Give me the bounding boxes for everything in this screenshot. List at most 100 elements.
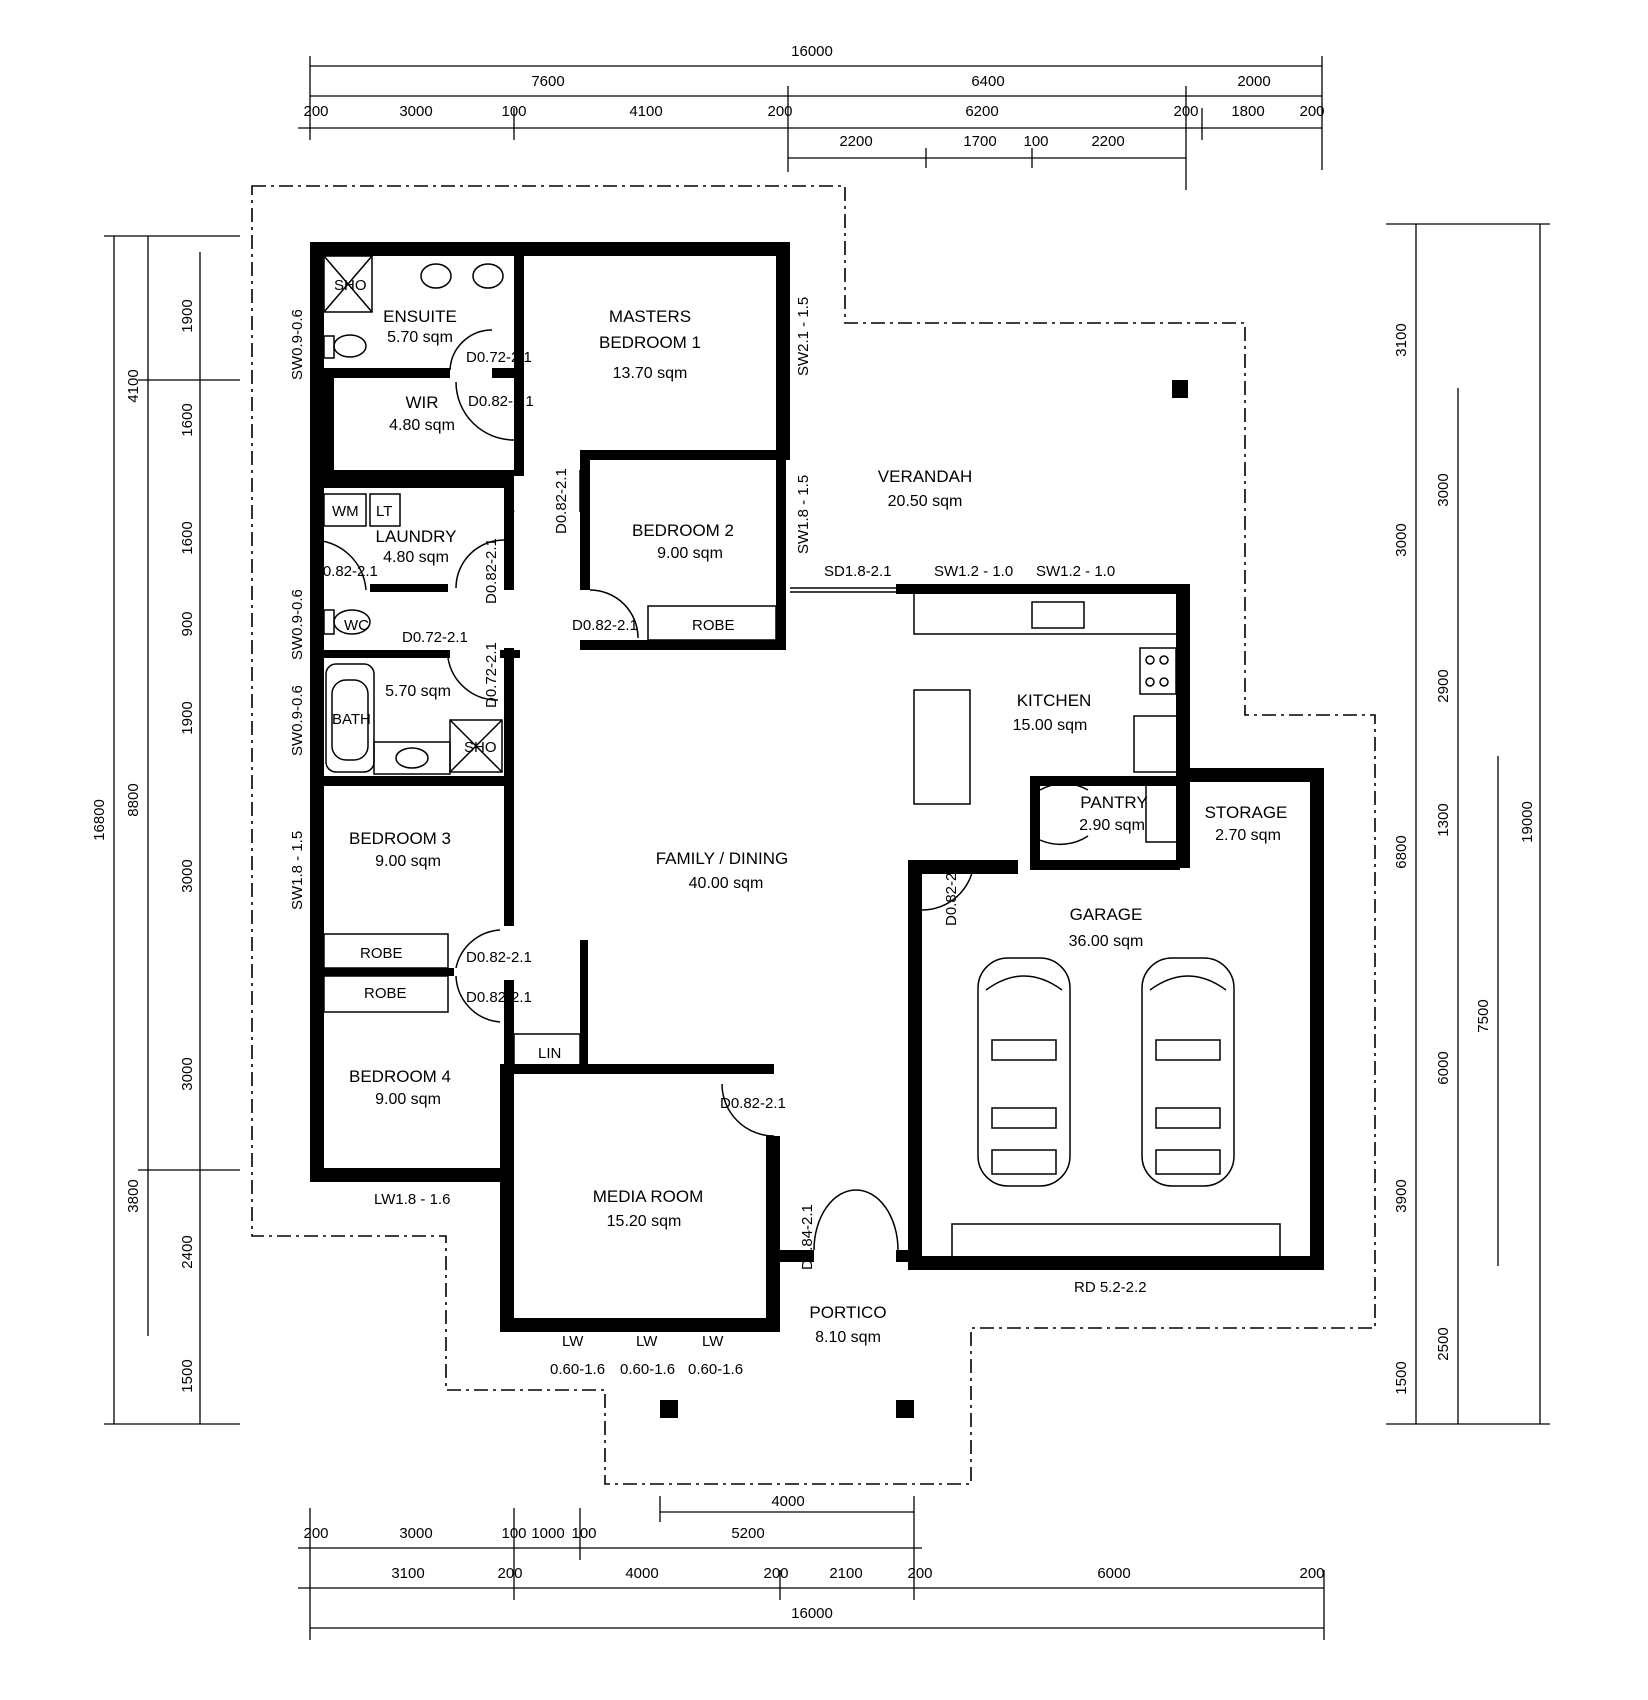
room-area-laundry: 4.80 sqm bbox=[383, 549, 449, 566]
dim-top-r2-7: 1800 bbox=[1231, 103, 1264, 120]
dim-right-r2-3: 7500 bbox=[1475, 999, 1492, 1032]
dim-right-r2-6: 2500 bbox=[1435, 1327, 1452, 1360]
room-name-masters: MASTERS bbox=[609, 307, 691, 326]
room-name-portico: PORTICO bbox=[809, 1303, 886, 1322]
room-name-garage: GARAGE bbox=[1070, 905, 1143, 924]
label-lw2: LW bbox=[636, 1333, 658, 1350]
label-sw-wc: SW0.9-0.6 bbox=[289, 589, 306, 660]
label-sho-ensuite: SHO bbox=[334, 277, 367, 294]
dim-top-total: 16000 bbox=[791, 43, 833, 60]
label-lw3: LW bbox=[702, 1333, 724, 1350]
dim-left-r3-10: 1900 bbox=[179, 701, 196, 734]
dim-left-total: 16800 bbox=[91, 799, 108, 841]
label-wc: WC bbox=[344, 617, 369, 634]
label-window-kitchen1: SW1.2 - 1.0 bbox=[934, 563, 1013, 580]
room-name-bedroom4: BEDROOM 4 bbox=[349, 1067, 451, 1086]
dim-right-r2-2: 6800 bbox=[1393, 835, 1410, 868]
dim-left-r2-1: 8800 bbox=[125, 783, 142, 816]
label-sliding-door: SD1.8-2.1 bbox=[824, 563, 892, 580]
opening-labels: SW0.9-0.6 D0.72-2.1 D0.82-2.1 SW2.1 - 1.… bbox=[289, 297, 1147, 1378]
room-name-bedroom2: BEDROOM 2 bbox=[632, 521, 734, 540]
dim-top-r3-0: 2200 bbox=[839, 133, 872, 150]
dim-top-r2-2: 100 bbox=[501, 103, 526, 120]
room-name-media: MEDIA ROOM bbox=[593, 1187, 704, 1206]
label-robe-bedroom3: ROBE bbox=[360, 945, 403, 962]
dim-top-r1-1: 6400 bbox=[971, 73, 1004, 90]
room-name-laundry: LAUNDRY bbox=[376, 527, 457, 546]
dim-bot-r2-4: 2100 bbox=[829, 1565, 862, 1582]
label-door-ensuite: D0.72-2.1 bbox=[466, 349, 532, 366]
room-area-ensuite: 5.70 sqm bbox=[387, 329, 453, 346]
dim-bot-total: 16000 bbox=[791, 1605, 833, 1622]
dimension-lines bbox=[104, 56, 1550, 1640]
room-area-pantry: 2.90 sqm bbox=[1079, 817, 1145, 834]
dim-bot-r1-2: 100 bbox=[501, 1525, 526, 1542]
room-name-bedroom1: BEDROOM 1 bbox=[599, 333, 701, 352]
room-area-wir: 4.80 sqm bbox=[389, 417, 455, 434]
room-area-verandah: 20.50 sqm bbox=[888, 493, 963, 510]
label-door-bedroom3: D0.82-2.1 bbox=[466, 949, 532, 966]
dim-bot-r2-0: 3100 bbox=[391, 1565, 424, 1582]
dim-left-r2-2: 3800 bbox=[125, 1179, 142, 1212]
room-name-storage: STORAGE bbox=[1205, 803, 1288, 822]
room-name-family: FAMILY / DINING bbox=[656, 849, 789, 868]
label-door-laundry2: D0.82-2.1 bbox=[483, 538, 500, 604]
label-lt: LT bbox=[376, 503, 392, 520]
dim-right-r1-3: 3000 bbox=[1393, 523, 1410, 556]
dim-bot-r1-3: 1000 bbox=[531, 1525, 564, 1542]
dim-bot-r1b-0: 4000 bbox=[771, 1493, 804, 1510]
dim-bot-r2-1: 200 bbox=[497, 1565, 522, 1582]
label-window-masters: SW2.1 - 1.5 bbox=[795, 297, 812, 376]
room-area-masters: 13.70 sqm bbox=[613, 365, 688, 382]
label-door-media: D0.82-2.1 bbox=[720, 1095, 786, 1112]
label-bath: BATH bbox=[332, 711, 371, 728]
dim-top-r2-8: 200 bbox=[1299, 103, 1324, 120]
label-front-door: D1.84-2.1 bbox=[799, 1204, 816, 1270]
dim-top-r2-0: 200 bbox=[303, 103, 328, 120]
room-area-bedroom2: 9.00 sqm bbox=[657, 545, 723, 562]
dim-left-r3-19: 1500 bbox=[179, 1359, 196, 1392]
label-window-bedroom4: LW1.8 - 1.6 bbox=[374, 1191, 450, 1208]
car-icon bbox=[977, 957, 1071, 1187]
dim-bot-r2-7: 200 bbox=[1299, 1565, 1324, 1582]
dim-top-r2-5: 6200 bbox=[965, 103, 998, 120]
dim-bot-r2-6: 6000 bbox=[1097, 1565, 1130, 1582]
room-area-bedroom4: 9.00 sqm bbox=[375, 1091, 441, 1108]
fixture-labels: SHO WM LT WC BATH SHO ROBE ROBE ROBE LIN bbox=[332, 277, 735, 1062]
room-area-bedroom3: 9.00 sqm bbox=[375, 853, 441, 870]
label-wm: WM bbox=[332, 503, 359, 520]
room-area-media: 15.20 sqm bbox=[607, 1213, 682, 1230]
label-sw-bath: SW0.9-0.6 bbox=[289, 685, 306, 756]
label-door-wc: D0.72-2.1 bbox=[402, 629, 468, 646]
dim-left-r2-0: 4100 bbox=[125, 369, 142, 402]
label-lw1: LW bbox=[562, 1333, 584, 1350]
room-name-ensuite: ENSUITE bbox=[383, 307, 457, 326]
walls bbox=[310, 242, 1324, 1418]
label-door-hall: D0.82-2.1 bbox=[553, 468, 570, 534]
room-name-bedroom3: BEDROOM 3 bbox=[349, 829, 451, 848]
dim-top-r2-3: 4100 bbox=[629, 103, 662, 120]
label-lw1-size: 0.60-1.6 bbox=[550, 1361, 605, 1378]
dim-top-r3-1: 1700 bbox=[963, 133, 996, 150]
room-name-pantry: PANTRY bbox=[1080, 793, 1147, 812]
room-area-garage: 36.00 sqm bbox=[1069, 933, 1144, 950]
dim-bot-r2-5: 200 bbox=[907, 1565, 932, 1582]
label-robe-bedroom4: ROBE bbox=[364, 985, 407, 1002]
car-icon bbox=[1141, 957, 1235, 1187]
dim-bot-r2-3: 200 bbox=[763, 1565, 788, 1582]
dim-top-r3-3: 2200 bbox=[1091, 133, 1124, 150]
dim-right-total: 19000 bbox=[1519, 801, 1536, 843]
label-lw2-size: 0.60-1.6 bbox=[620, 1361, 675, 1378]
dim-right-r1-1: 3100 bbox=[1393, 323, 1410, 356]
dim-top-r2-6: 200 bbox=[1173, 103, 1198, 120]
label-robe-bedroom2: ROBE bbox=[692, 617, 735, 634]
label-window-kitchen2: SW1.2 - 1.0 bbox=[1036, 563, 1115, 580]
label-lin: LIN bbox=[538, 1045, 561, 1062]
dim-right-r2-4: 3900 bbox=[1393, 1179, 1410, 1212]
label-door-wir: D0.82-2.1 bbox=[468, 393, 534, 410]
room-name-verandah: VERANDAH bbox=[878, 467, 972, 486]
label-window-bedroom3: SW1.8 - 1.5 bbox=[289, 831, 306, 910]
label-sho-bath: SHO bbox=[464, 739, 497, 756]
dimension-text: 16000 7600 6400 2000 200 3000 100 4100 2… bbox=[91, 43, 1536, 1622]
